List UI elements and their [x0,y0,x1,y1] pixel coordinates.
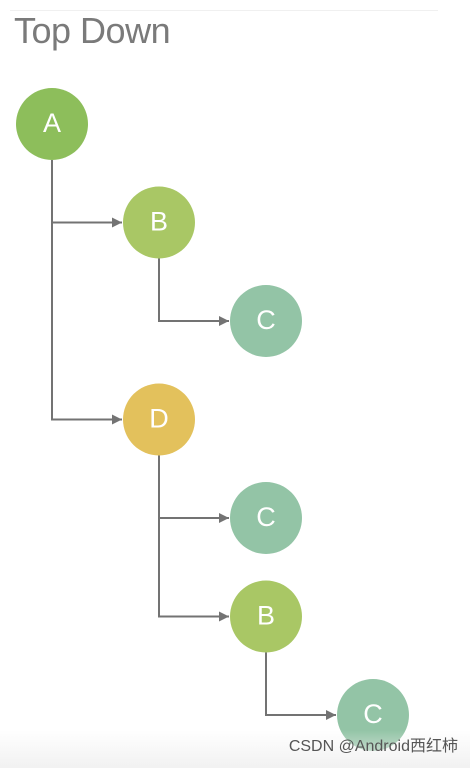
node-label: C [256,305,276,335]
connector-arrow-n5 [158,455,229,523]
connector-arrow-n4 [51,160,122,425]
node-circle [230,285,302,357]
tree-node-n5: C [230,482,302,554]
watermark: CSDN @Android西红柿 [288,738,458,755]
node-circle [230,580,302,653]
node-label: D [149,404,169,434]
connector-group [51,160,336,720]
tree-node-n6: B [230,580,302,653]
node-circle [16,88,88,160]
node-label: C [363,699,383,729]
connector-arrow-n3 [158,258,229,326]
node-label: B [257,601,275,631]
connector-arrow-n2 [51,160,122,228]
connector-arrow-n7 [265,652,336,720]
tree-node-n4: D [123,383,195,456]
node-label: C [256,502,276,532]
node-circle [230,482,302,554]
tree-node-n2: B [123,186,195,259]
tree-node-n1: A [16,88,88,160]
node-circle [123,186,195,259]
tree-node-n3: C [230,285,302,357]
node-label: A [43,108,61,138]
node-circle [123,383,195,456]
node-label: B [150,207,168,237]
connector-arrow-n6 [158,455,229,622]
diagram-title: Top Down [14,10,171,51]
top-divider [10,10,438,11]
